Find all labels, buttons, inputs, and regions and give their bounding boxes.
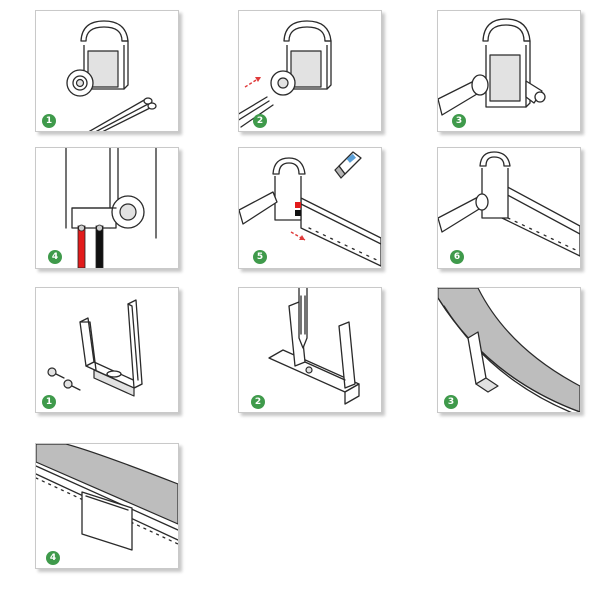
strip-mounted-illustration bbox=[36, 444, 178, 551]
step-1-panel: 1 bbox=[35, 10, 179, 132]
mount-step-1-panel: 1 bbox=[35, 287, 179, 413]
glue-tube-icon bbox=[334, 151, 362, 179]
black-wire bbox=[95, 225, 104, 268]
step-number-badge: 2 bbox=[251, 395, 265, 409]
led-strip-curved bbox=[438, 288, 580, 412]
mount-step-4-panel: 4 bbox=[35, 443, 179, 569]
screw-icon bbox=[47, 367, 65, 379]
step-number-badge: 5 bbox=[253, 250, 267, 264]
step-number-badge: 2 bbox=[253, 114, 267, 128]
screw-clip-to-surface-illustration bbox=[268, 288, 360, 405]
mount-step-2-panel: 2 bbox=[238, 287, 382, 413]
mount-step-3-panel: 3 bbox=[437, 287, 581, 413]
step-number-badge: 4 bbox=[46, 551, 60, 565]
curved-strip-in-clip-illustration bbox=[438, 288, 580, 412]
step-number-badge: 3 bbox=[444, 395, 458, 409]
red-wire bbox=[77, 225, 86, 268]
step-4-panel: 4 bbox=[35, 147, 179, 269]
led-strip bbox=[36, 444, 178, 525]
step-3-panel: 3 bbox=[437, 10, 581, 132]
step-6-panel: 6 bbox=[437, 147, 581, 269]
push-direction-arrow bbox=[290, 231, 306, 241]
screw-icon bbox=[63, 379, 81, 391]
insert-cable-illustration bbox=[239, 20, 332, 128]
step-5-panel: 5 bbox=[238, 147, 382, 269]
step-number-badge: 6 bbox=[450, 250, 464, 264]
mounting-clip-and-screws-illustration bbox=[47, 299, 143, 397]
finished-end-cap-illustration bbox=[438, 151, 580, 257]
step-number-badge: 4 bbox=[48, 250, 62, 264]
screwdriver-icon bbox=[298, 288, 308, 349]
wire-connection-illustration bbox=[65, 148, 157, 268]
cap-assembled-illustration bbox=[438, 18, 546, 116]
step-2-panel: 2 bbox=[238, 10, 382, 132]
end-cap-and-cable-illustration bbox=[66, 20, 157, 131]
step-number-badge: 1 bbox=[42, 114, 56, 128]
step-number-badge: 3 bbox=[452, 114, 466, 128]
glue-and-fit-cap-illustration bbox=[239, 151, 381, 267]
step-number-badge: 1 bbox=[42, 395, 56, 409]
